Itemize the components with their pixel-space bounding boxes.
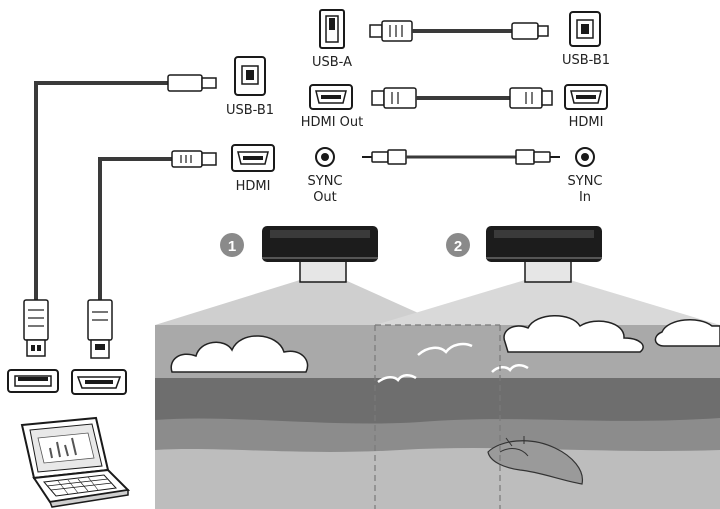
hdmi-in-port: HDMI: [564, 84, 608, 130]
bird-1: [417, 342, 473, 356]
sync-plug-right-icon: [515, 149, 535, 165]
seashell-spiral: [499, 436, 529, 457]
hdmi-link: HDMI Out HDMI: [301, 84, 608, 130]
seashell: [487, 440, 583, 485]
usb-link: USB-A USB-B1: [312, 9, 610, 70]
usb-a-label: USB-A: [312, 55, 352, 70]
projector-1: [262, 226, 378, 283]
laptop: [20, 416, 131, 508]
cable-usb-to-laptop: [34, 74, 217, 300]
usb-b1-left-label: USB-B1: [226, 103, 274, 118]
projector-2: [486, 226, 602, 283]
hdmi-plug-left-icon: [371, 90, 385, 106]
usb-plug-bottom-icon: [23, 299, 49, 341]
hdmi-out-port: HDMI Out: [301, 84, 364, 130]
sync-out-port: SYNC Out: [308, 147, 343, 205]
projected-image: [155, 280, 720, 509]
hdmi-right-label: HDMI: [569, 115, 604, 130]
hdmi-plug-top-icon: [171, 150, 203, 168]
usb-plug-top-icon: [167, 74, 203, 92]
laptop-hdmi-port: [71, 369, 127, 395]
usb-b1-right-label: USB-B1: [562, 53, 610, 68]
cloud-1: [170, 335, 309, 373]
sync-plug-left-icon: [371, 151, 389, 163]
sync-in-label-line2: In: [579, 190, 591, 205]
bird-2: [377, 374, 417, 384]
hdmi-left-label: HDMI: [236, 179, 271, 194]
sync-out-label-line2: Out: [313, 190, 337, 205]
usb-b1-port-right: USB-B1: [562, 11, 610, 68]
sync-out-label-line1: SYNC: [308, 174, 343, 189]
sync-in-port: SYNC In: [568, 147, 603, 205]
sync-link: SYNC Out SYNC In: [308, 147, 603, 205]
projector-1-panel: [270, 230, 370, 238]
usb-a-plug-icon: [369, 24, 383, 38]
projection-beam-1: [155, 280, 445, 325]
bird-3: [491, 364, 529, 373]
hdmi-port-left: HDMI: [231, 144, 275, 194]
badge-1-number: 1: [228, 238, 236, 255]
badge-2: 2: [446, 233, 470, 257]
usb-b1-port-left: USB-B1: [226, 56, 274, 118]
sync-in-label-line1: SYNC: [568, 174, 603, 189]
hdmi-plug-laptop: [87, 299, 113, 359]
badge-2-number: 2: [454, 238, 462, 255]
cable-hdmi-to-laptop: [98, 150, 217, 300]
cloud-3: [654, 319, 720, 347]
usb-plug-laptop: [23, 299, 49, 357]
sea-mid: [155, 418, 720, 454]
sea-dark: [155, 378, 720, 426]
usb-a-port: USB-A: [312, 9, 352, 70]
projection-beam-2: [375, 280, 720, 325]
projector-2-panel: [494, 230, 594, 238]
cloud-2: [503, 315, 644, 353]
usb-b-plug-icon: [511, 22, 539, 40]
sand: [155, 448, 720, 509]
badge-1: 1: [220, 233, 244, 257]
laptop-usb-port: [7, 369, 59, 393]
hdmi-out-label: HDMI Out: [301, 115, 364, 130]
badge-1-circle: [220, 233, 244, 257]
badge-2-circle: [446, 233, 470, 257]
